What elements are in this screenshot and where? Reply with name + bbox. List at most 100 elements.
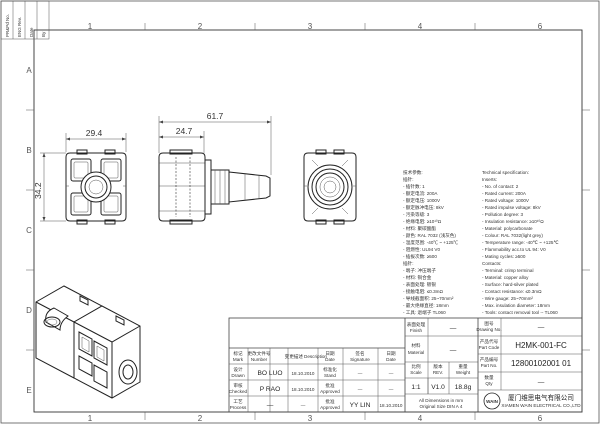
side-strip-date: Date [29, 27, 34, 37]
specs-english: Technical specification: Inserts: - No. … [482, 170, 559, 315]
title-block: 标记 Mark 更改文件号 Number 变更描述 Description 日期… [228, 317, 583, 413]
rev-header-date-en: Date [325, 357, 335, 362]
company-logo: WAIN [483, 392, 501, 410]
tolerance-line1: All Dimensions in mm [419, 398, 463, 403]
material-label-en: Material [408, 350, 424, 355]
side-revision-strip: PR&Pd No. ENG Rev. Date By [0, 0, 50, 40]
rev-label-cn: 版本 [433, 363, 443, 370]
spec-en-line: - Wire gauge: 25~70mm² [482, 296, 533, 301]
part-code-value: H2MK-001-FC [515, 341, 567, 350]
part-code-label-cn: 产品代号 [480, 338, 499, 345]
weight-value: 18.8g [455, 384, 472, 391]
drawing-no-label-cn: 图号 [484, 321, 494, 327]
spec-en-line: - Contact resistance: ≤0.3mΩ [482, 289, 542, 294]
rev-header-number-en: Number [251, 357, 268, 362]
spec-cn-line: - 工具: 退端子 TL060 [403, 309, 446, 316]
spec-en-line: - Rated current: 200A [482, 191, 527, 196]
spec-cn-line: 插针: [403, 260, 413, 267]
dim-side-body: 24.7 [176, 126, 193, 136]
grid-bottom-6: 6 [538, 414, 543, 423]
rev-value: V1.0 [431, 384, 445, 391]
spec-cn-line: - 材料: 聚碳酸酯 [403, 225, 436, 232]
spec-cn-line: 技术参数: [403, 169, 423, 176]
grid-bottom-1: 1 [88, 414, 93, 423]
end-view [303, 149, 357, 225]
spec-en-line: - Colour: RAL 7032(light grey) [482, 233, 543, 238]
spec-en-line: Contacts: [482, 261, 501, 266]
row-drawn-date: 18.10.2010 [292, 371, 315, 376]
spec-en-line: - Insulation resistance: ≥10¹⁰Ω [482, 219, 544, 224]
part-no-value: 12800102001 01 [511, 359, 572, 368]
spec-en-line: - Temperature range: -40℃ ~ +125℃ [482, 240, 559, 245]
grid-bottom-3: 3 [308, 414, 313, 423]
logo-text: WAIN [486, 399, 498, 404]
row-drawn-std-cn: 标准化 [323, 366, 337, 373]
spec-en-line: - Rated impulse voltage: 8kV [482, 205, 542, 210]
rev-header-date-cn: 日期 [325, 351, 335, 357]
weight-label-en: Weight [456, 370, 471, 375]
spec-en-line: - Mating cycles: ≥500 [482, 254, 526, 259]
material-label-cn: 材料 [411, 342, 421, 349]
finish-label-en: Finish [410, 328, 423, 333]
grid-top-4: 4 [418, 22, 423, 31]
spec-cn-line: 插针: [403, 176, 413, 183]
row-process-name: — [267, 402, 274, 409]
grid-top-2: 2 [198, 22, 203, 31]
part-no-label-en: Part No. [481, 363, 498, 368]
row-drawn-role-en: Drawn [231, 373, 245, 378]
spec-cn-line: - 插拔次数: ≥500 [403, 253, 437, 260]
drawing-no-value: — [538, 324, 545, 331]
row-checked-std-cn: 批准 [325, 382, 335, 389]
grid-bottom-4: 4 [418, 414, 423, 423]
rev-header-mark-en: Mark [233, 357, 244, 362]
spec-cn-line: - 污染等级: 3 [403, 211, 430, 218]
spec-en-line: - Surface: hard-silver plated [482, 282, 539, 287]
grid-top-6: 6 [538, 22, 543, 31]
row-process-std-en: Approved [320, 405, 340, 410]
spec-en-line: - Flammability acc.to UL 94: V0 [482, 247, 546, 252]
row-checked-date: 18.10.2010 [292, 387, 315, 392]
spec-cn-line: - 绝缘电阻: ≥10¹⁰Ω [403, 218, 442, 225]
tolerance-line2: Original Size DIN A 4 [420, 404, 463, 409]
spec-cn-line: - 颜色: RAL 7032 (浅灰色) [403, 232, 456, 239]
row-process-sign: YY LIN [350, 402, 371, 409]
grid-ticks [26, 23, 590, 420]
rev-header-mark-cn: 标记 [233, 350, 243, 357]
scale-label-cn: 比例 [411, 363, 421, 370]
row-process-std-cn: 批准 [325, 398, 335, 405]
spec-en-line: - Rated voltage: 1000V [482, 198, 530, 203]
row-drawn-role-cn: 设计 [233, 366, 243, 373]
row-drawn-std-en: Stand [324, 373, 336, 378]
row-checked-date2: — [389, 387, 394, 392]
material-value: — [450, 347, 457, 354]
spec-en-line: - Pollution degree: 3 [482, 212, 524, 217]
specs-chinese: 技术参数: 插针: - 插针数: 1 - 额定电流: 200A - 额定电压: … [403, 169, 459, 316]
spec-en-line: - Tools: contact removal tool -- TL060 [482, 310, 558, 315]
side-strip-eng: ENG Rev. [17, 17, 22, 37]
spec-cn-line: - 接触电阻: ≤0.3mΩ [403, 288, 443, 295]
rev-header-date2-en: Date [386, 357, 396, 362]
qty-value: — [538, 379, 545, 386]
row-checked-name: P RAO [260, 386, 280, 393]
dim-front-height: 34.2 [33, 182, 43, 199]
grid-left-c: C [26, 226, 32, 235]
spec-cn-line: - 端子: 冲压端子 [403, 267, 436, 274]
side-view: 61.7 24.7 [158, 111, 272, 225]
scale-value: 1:1 [411, 384, 420, 391]
spec-cn-line: - 导线截面积: 25~70mm² [403, 295, 454, 302]
spec-cn-line: - 最大绝缘直径: 18mm [403, 302, 449, 309]
isometric-view [35, 285, 141, 399]
company-name-cn: 厦门维思电气有限公司 [508, 393, 574, 402]
qty-label-cn: 数量 [484, 374, 494, 381]
row-process-role-en: Process [230, 405, 247, 410]
spec-cn-line: - 插针数: 1 [403, 183, 425, 190]
row-checked-role-en: Checked [229, 389, 248, 394]
company-name-en: XIAMEN WAIN ELECTRICAL CO.,LTD [501, 403, 581, 408]
row-checked-sign: — [358, 387, 363, 392]
spec-en-line: - Max. insulation diameter: 18mm [482, 303, 550, 308]
rev-label-en: REV. [433, 370, 443, 375]
row-checked-std-en: Approved [320, 389, 340, 394]
